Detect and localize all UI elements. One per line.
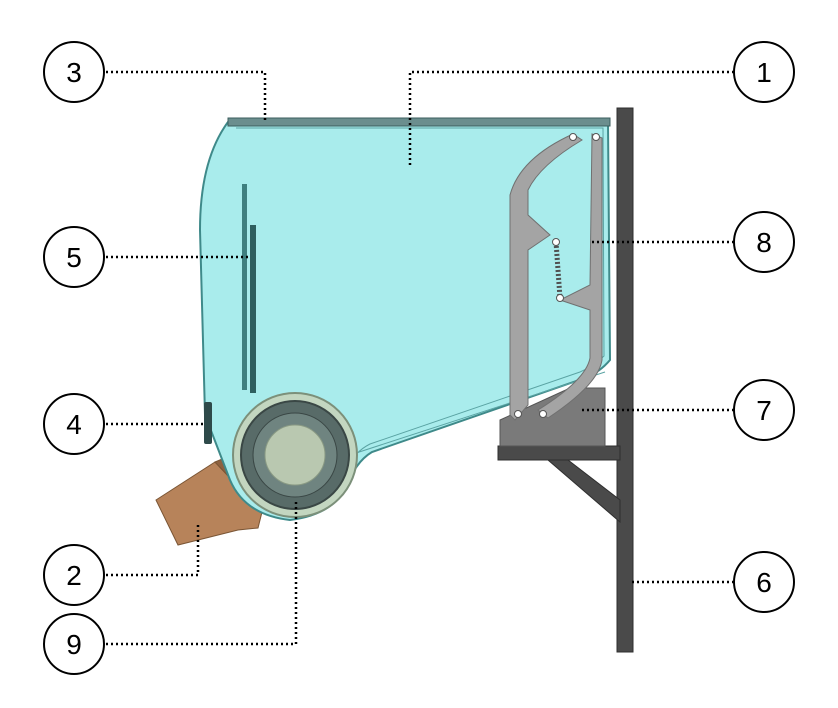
support-brace (546, 459, 621, 524)
top-lid (227, 117, 611, 127)
callout-6: 6 (733, 551, 795, 613)
pivot-pin (514, 410, 522, 418)
pivot-pin (569, 133, 577, 141)
callout-8: 8 (733, 211, 795, 273)
callout-label: 8 (756, 227, 772, 258)
pivot-pin (556, 294, 564, 302)
side-latch (204, 402, 212, 444)
callout-2: 2 (43, 544, 105, 606)
pivot-pin (592, 133, 600, 141)
callout-7: 7 (733, 379, 795, 441)
callout-label: 7 (756, 395, 772, 426)
pivot-pin (552, 238, 560, 246)
callout-label: 1 (756, 57, 772, 88)
support-shelf (497, 445, 621, 461)
mount-block (499, 387, 606, 447)
leader-lines (106, 70, 734, 646)
linkage-rear-arm (537, 133, 603, 419)
linkage-arm (509, 133, 583, 421)
leader-line-9 (106, 500, 298, 646)
baffle-plate-back (250, 225, 256, 393)
callout-label: 2 (66, 560, 82, 591)
pivot-pin (539, 410, 547, 418)
callout-label: 9 (66, 629, 82, 660)
leader-line-2 (106, 522, 200, 577)
callout-9: 9 (43, 613, 105, 675)
roller-core (264, 424, 326, 486)
callout-3: 3 (43, 41, 105, 103)
linkage-spring (553, 241, 563, 299)
leader-line-3 (106, 70, 267, 120)
callout-label: 6 (756, 567, 772, 598)
callout-label: 4 (66, 409, 82, 440)
baffle-plate (242, 184, 247, 390)
callout-5: 5 (43, 226, 105, 288)
callout-4: 4 (43, 393, 105, 455)
callout-label: 3 (66, 57, 82, 88)
callout-1: 1 (733, 41, 795, 103)
callout-label: 5 (66, 242, 82, 273)
hopper-lower-edge (349, 371, 606, 456)
wall-post (616, 107, 634, 653)
